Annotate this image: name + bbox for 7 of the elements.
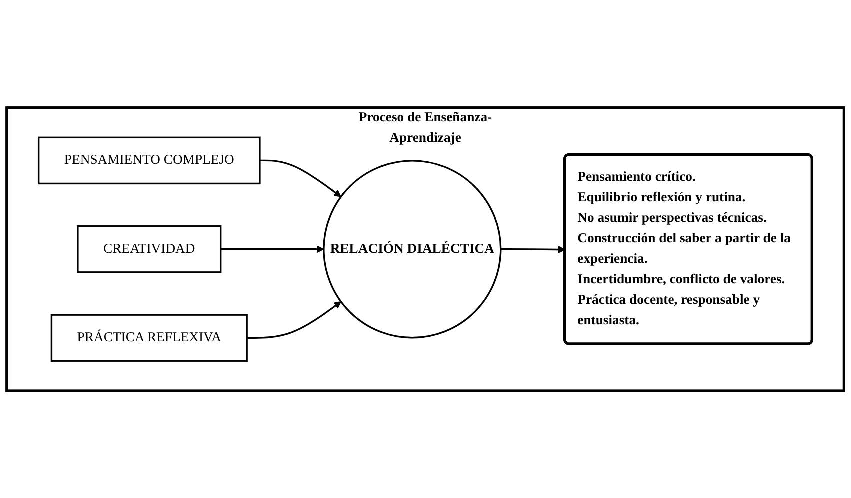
arrow bbox=[220, 245, 324, 253]
node-box: PRÁCTICA REFLEXIVA bbox=[50, 314, 248, 362]
node-box: PENSAMIENTO COMPLEJO bbox=[38, 136, 261, 184]
node-circle: RELACIÓN DIALÉCTICA bbox=[323, 160, 502, 338]
node-box: CREATIVIDAD bbox=[77, 225, 222, 273]
arrow bbox=[247, 301, 342, 339]
arrow bbox=[260, 159, 342, 197]
